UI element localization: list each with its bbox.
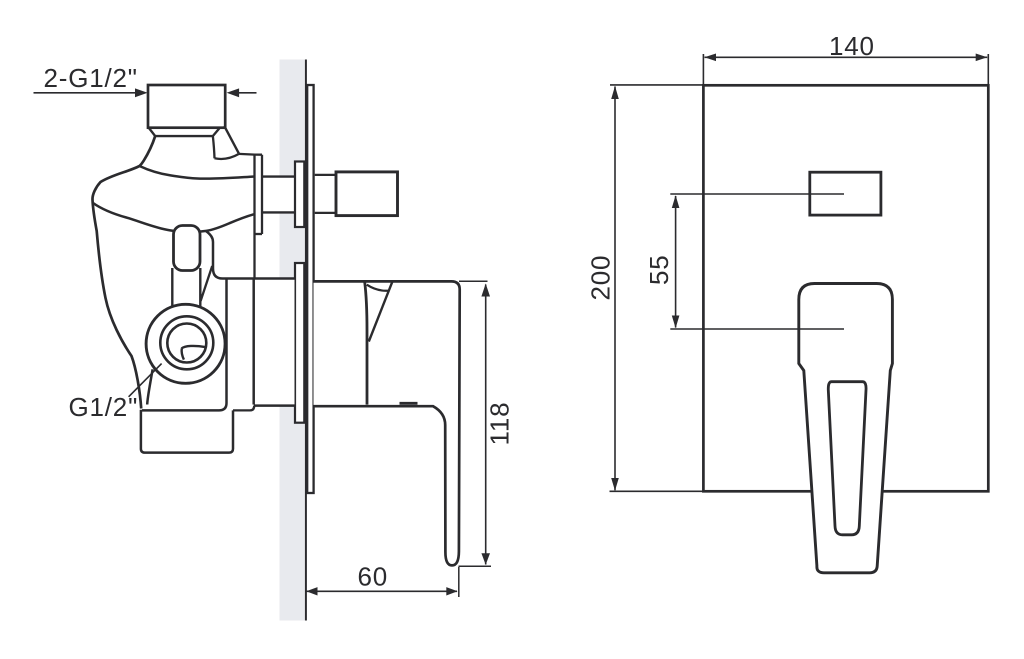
svg-text:200: 200 [586, 255, 616, 301]
svg-text:2-G1/2": 2-G1/2" [44, 63, 138, 93]
svg-text:140: 140 [829, 31, 875, 61]
svg-text:G1/2": G1/2" [69, 392, 139, 422]
svg-text:118: 118 [485, 402, 515, 446]
svg-text:55: 55 [644, 254, 674, 285]
svg-text:60: 60 [358, 562, 389, 592]
